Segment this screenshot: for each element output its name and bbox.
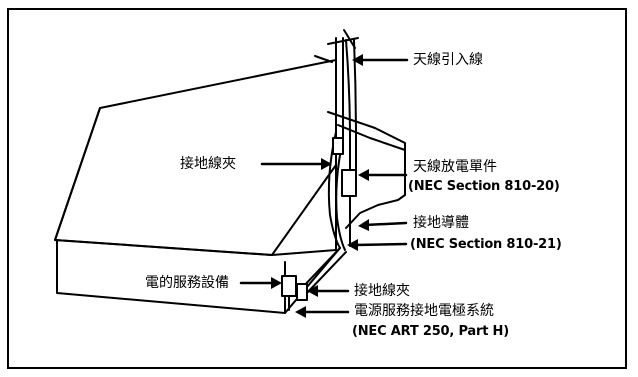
arrow-grounding-conductor [363,221,408,227]
label-ground-clamp-lower: 接地線夾 [354,283,410,299]
label-grounding-conductor-ref: (NEC Section 810-21) [410,237,562,252]
label-service-equipment: 電的服務設備 [145,275,229,291]
right-roof [327,111,406,229]
diagram-frame [7,8,627,369]
lead-in-wire [345,39,357,176]
label-discharge-unit: 天線放電單件 [413,159,497,175]
arrow-grounding-conductor-ref [353,242,408,247]
label-lead-in-wire: 天線引入線 [413,52,483,68]
antenna-mast [314,29,359,141]
label-electrode-system-ref: (NEC ART 250, Part H) [352,324,509,339]
roof [54,59,337,256]
label-electrode-system: 電源服務接地電極系統 [354,303,494,319]
lower-ground-clamp-shape [296,283,308,301]
label-ground-clamp-upper: 接地線夾 [180,156,236,172]
service-equipment-box [281,275,297,297]
callout-arrows [239,54,409,318]
discharge-unit-shape [341,169,357,197]
label-grounding-conductor: 接地導體 [413,215,469,231]
upper-ground-clamp-shape [332,137,344,155]
label-discharge-unit-ref: (NEC Section 810-20) [408,179,560,194]
